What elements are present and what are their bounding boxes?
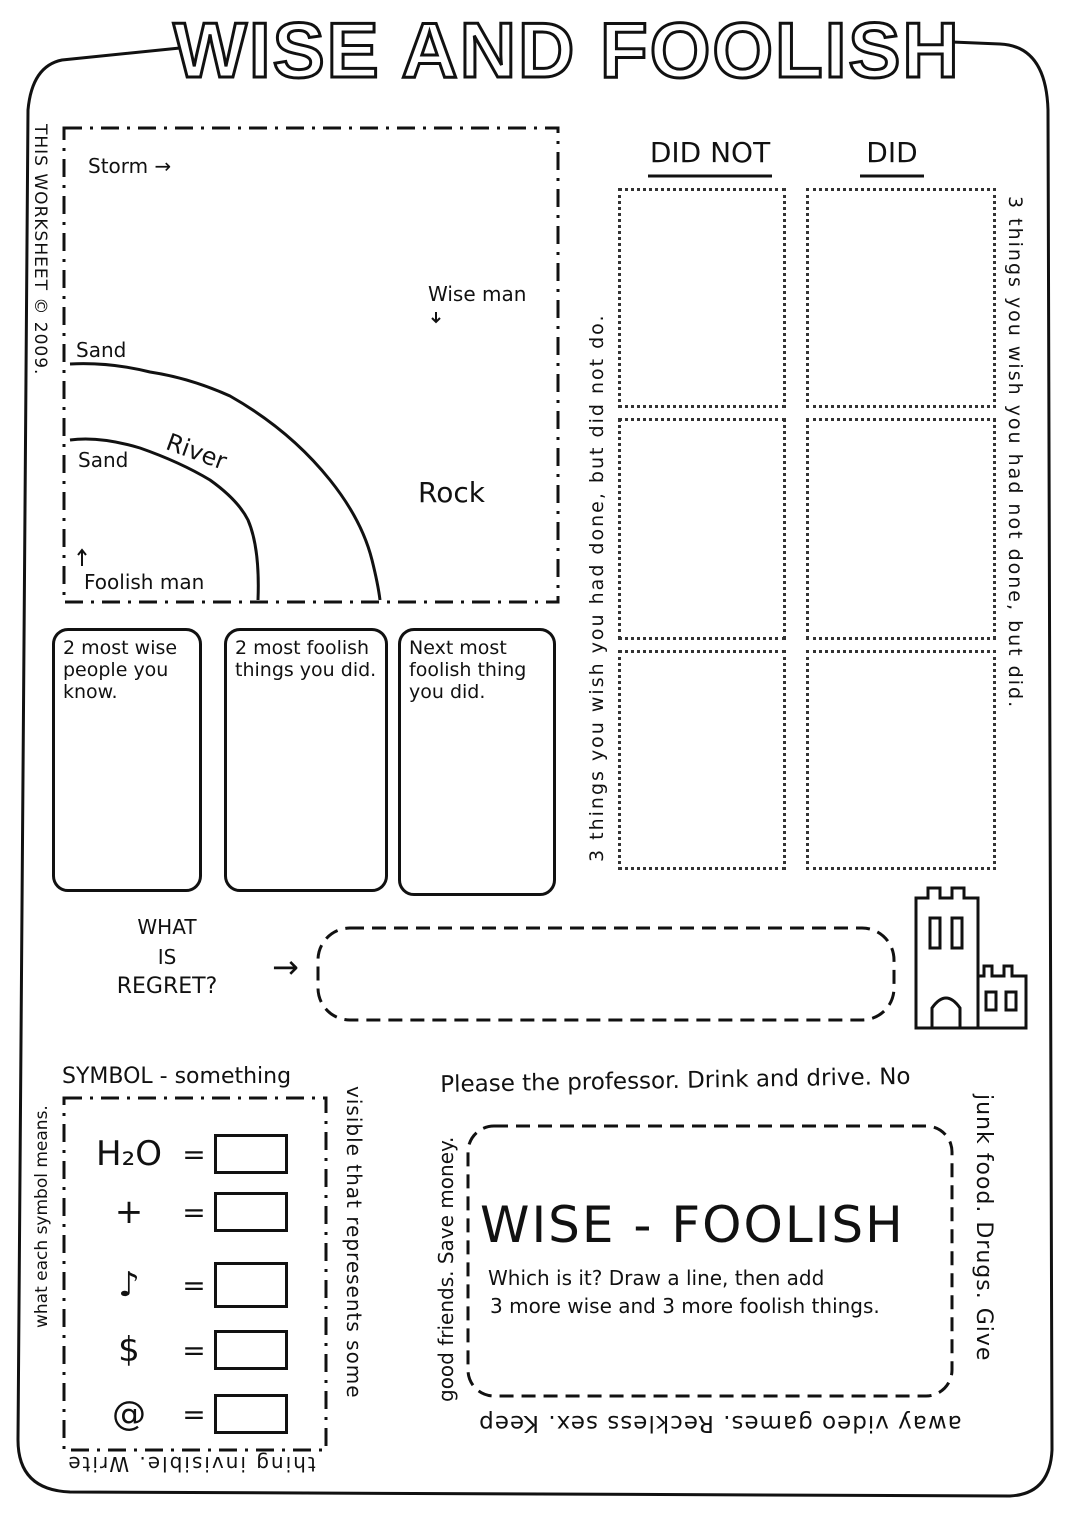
regret-line-1: WHAT [137,915,197,939]
card-wise-people[interactable]: 2 most wise people you know. [52,628,202,892]
symbol-left-text: what each symbol means. [32,1105,52,1328]
card-next-foolish-thing[interactable]: Next most foolish thing you did. [398,628,556,896]
map-foolish-man-label: Foolish man [84,570,205,594]
wise-foolish-instruction-2: 3 more wise and 3 more foolish things. [490,1294,880,1318]
did-cell-1[interactable] [806,188,996,408]
did-not-caption: 3 things you wish you had done, but did … [586,313,608,863]
symbol-answer-box[interactable] [214,1134,288,1174]
symbol-row-note: ♪ = [84,1262,288,1308]
symbol-bottom-text: thing invisible. Write [66,1452,316,1476]
symbol-dollar: $ [118,1330,140,1370]
symbol-row-cross: + = [84,1192,288,1232]
copyright-text: THIS WORKSHEET © 2009. [30,124,50,376]
map-sand-top-label: Sand [76,338,127,362]
did-cell-2[interactable] [806,418,996,640]
music-note-icon: ♪ [118,1265,140,1305]
symbol-top-text: SYMBOL - something [62,1064,292,1089]
symbol-answer-box[interactable] [214,1394,288,1434]
regret-line-3: REGRET? [116,974,218,999]
symbol-answer-box[interactable] [214,1192,288,1232]
regret-arrow-icon: → [272,948,299,986]
col-did-not-header: DID NOT [649,136,771,169]
col-did-header: DID [866,136,918,169]
did-not-cell-2[interactable] [618,418,786,640]
page-title: WISE AND FOOLISH [172,4,961,95]
symbol-water: H₂O [96,1134,162,1174]
regret-line-2: IS [157,945,177,969]
regret-question: WHAT IS REGRET? [112,912,222,1002]
wise-foolish-heading: WISE - FOOLISH [480,1196,905,1254]
did-not-cell-1[interactable] [618,188,786,408]
wise-foolish-instruction-1: Which is it? Draw a line, then add [488,1266,825,1290]
symbol-eq: = [182,1268,206,1302]
symbol-at: @ [112,1394,146,1434]
symbol-row-at: @ = [84,1394,288,1434]
did-not-cell-3[interactable] [618,650,786,870]
card-wise-people-label: 2 most wise people you know. [63,637,178,703]
wise-foolish-bottom-text: away video games. Reckless sex. Keep [478,1410,962,1436]
map-storm-label: Storm → [88,154,172,178]
symbol-eq: = [182,1333,206,1367]
symbol-eq: = [182,1137,206,1171]
did-caption: 3 things you wish you had not done, but … [1004,196,1026,710]
map-rock-label: Rock [418,476,485,509]
card-foolish-things[interactable]: 2 most foolish things you did. [224,628,388,892]
symbol-eq: = [182,1195,206,1229]
wise-foolish-left-text: good friends. Save money. [434,1136,458,1402]
symbol-right-text: visible that represents some [342,1086,366,1399]
regret-answer-box[interactable] [330,938,882,1010]
castle-icon [914,886,1028,1030]
map-wise-man-label: Wise man [428,282,527,306]
symbol-row-water: H₂O = [84,1134,288,1174]
symbol-answer-box[interactable] [214,1262,288,1308]
symbol-cross: + [114,1192,144,1232]
symbol-eq: = [182,1397,206,1431]
card-foolish-things-label: 2 most foolish things you did. [235,637,377,681]
card-next-foolish-thing-label: Next most foolish thing you did. [409,637,527,703]
wise-foolish-right-text: junk food. Drugs. Give [971,1094,996,1362]
symbol-row-dollar: $ = [84,1330,288,1370]
symbol-answer-box[interactable] [214,1330,288,1370]
did-cell-3[interactable] [806,650,996,870]
map-sand-bottom-label: Sand [78,448,129,472]
